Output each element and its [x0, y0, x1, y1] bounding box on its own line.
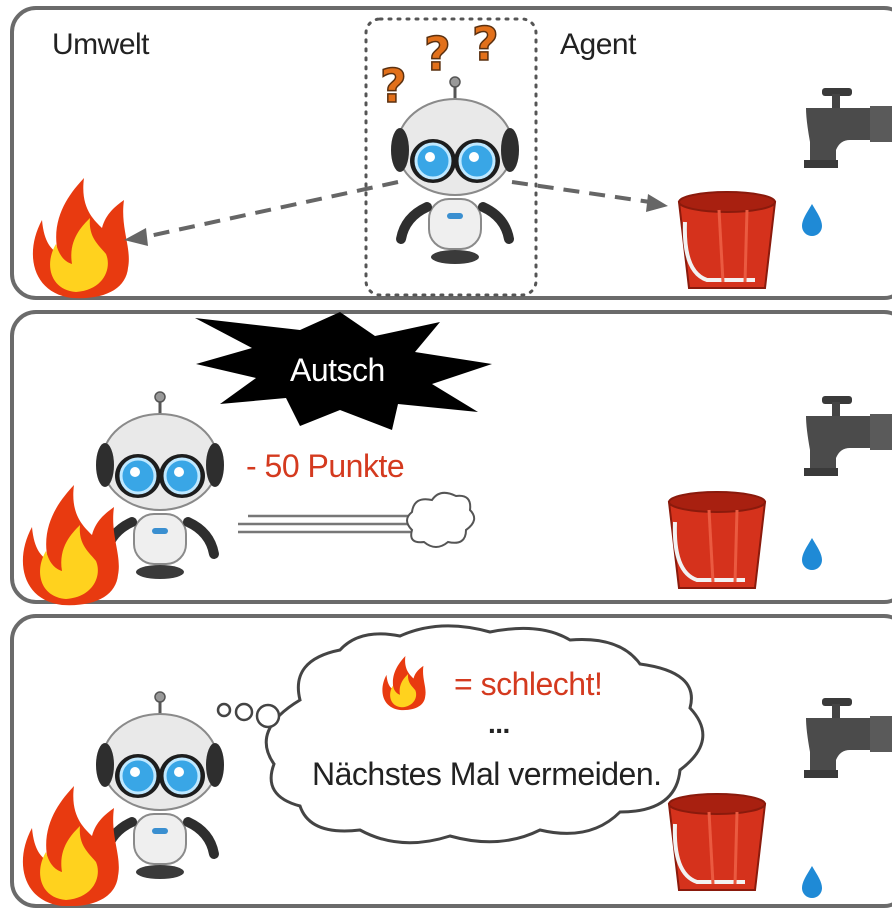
robot-agent-icon [391, 77, 519, 264]
thought-equals-label: = schlecht! [454, 666, 603, 702]
exclamation-label: Autsch [290, 352, 385, 388]
environment-label: Umwelt [52, 28, 150, 61]
water-drop-icon [802, 538, 822, 570]
question-mark-icon [423, 26, 452, 82]
fire-icon [22, 786, 119, 906]
thought-bubble-dot [234, 702, 254, 722]
question-mark-icon [471, 16, 500, 72]
thought-bubble-dot [216, 702, 232, 718]
bucket-icon [667, 792, 767, 892]
water-tap-icon [804, 88, 892, 168]
agent-label: Agent [560, 28, 636, 61]
water-drop-icon [802, 204, 822, 236]
arrowhead-icon [124, 228, 148, 246]
thought-conclusion-label: Nächstes Mal vermeiden. [312, 756, 662, 792]
penalty-label: - 50 Punkte [246, 448, 405, 484]
arrowhead-icon [646, 194, 668, 212]
arrow-to-fire [139, 180, 399, 240]
fire-icon [32, 178, 129, 299]
water-tap-icon [804, 396, 892, 476]
question-mark-icon [379, 58, 408, 114]
thought-bubble [264, 624, 705, 845]
thought-ellipsis: ... [488, 708, 510, 739]
dust-cloud [406, 491, 476, 548]
thought-bubble-dot [255, 703, 281, 729]
arrow-to-bucket [511, 180, 651, 204]
water-tap-icon [804, 698, 892, 778]
bucket-icon [677, 190, 777, 290]
explosion-bubble [195, 312, 492, 430]
water-drop-icon [802, 866, 822, 898]
bucket-icon [667, 490, 767, 590]
agent-boundary [364, 17, 538, 297]
fire-icon [22, 485, 119, 606]
